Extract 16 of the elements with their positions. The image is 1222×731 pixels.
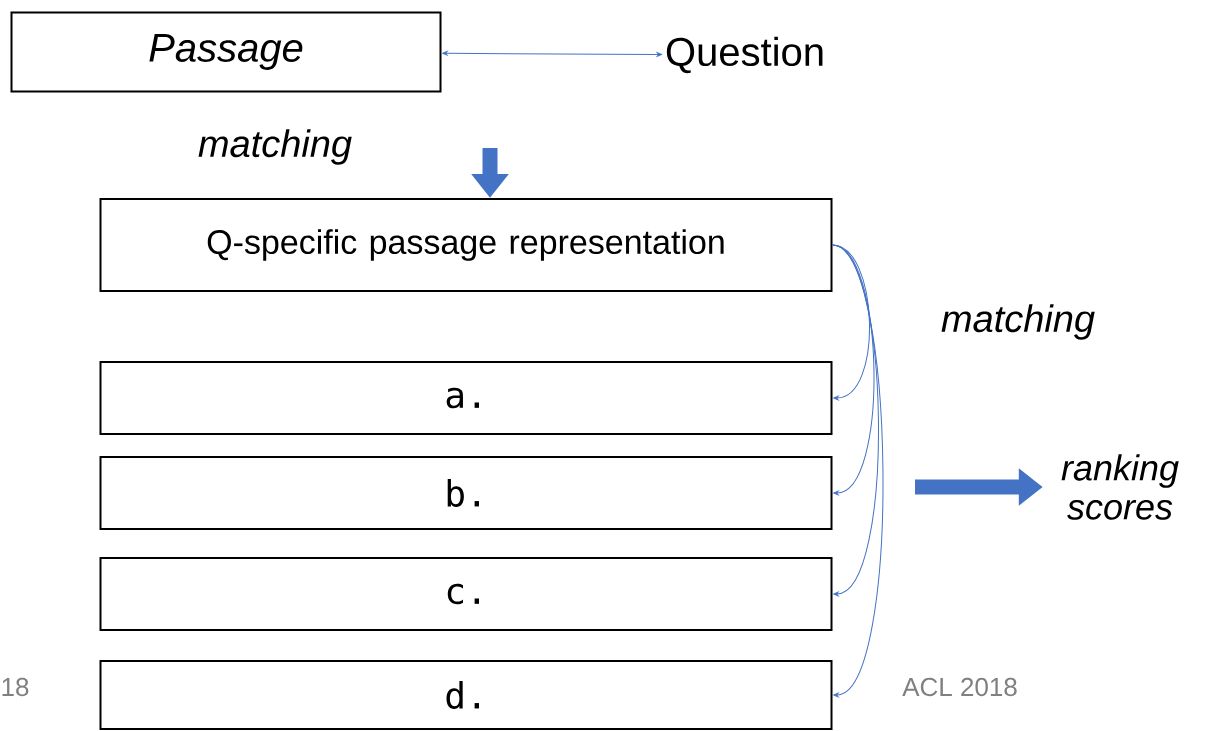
curved-arrow [832, 244, 884, 698]
footer-text: 18 [2, 677, 29, 697]
text-box: d. [99, 660, 833, 730]
text-label: Question [666, 36, 823, 74]
text-label: ranking scores [1061, 454, 1179, 520]
curved-arrow [832, 244, 875, 496]
curved-arrow [832, 244, 870, 401]
footer-text: ACL 2018 [902, 677, 1017, 697]
text-box: Passage [10, 11, 442, 93]
text-box: c. [99, 557, 833, 631]
text-label: matching [198, 129, 352, 165]
text-box: Q-specific passage representation [99, 198, 833, 292]
text-label: matching [941, 304, 1095, 340]
arrow [442, 50, 662, 57]
text-box: b. [99, 456, 833, 530]
text-box: a. [99, 361, 833, 435]
